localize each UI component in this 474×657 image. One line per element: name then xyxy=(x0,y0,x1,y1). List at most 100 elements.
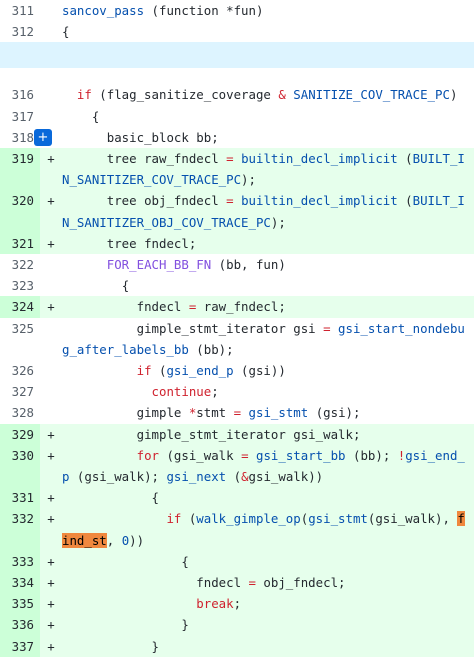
line-number: 312 xyxy=(11,24,34,40)
code-text: sancov_pass (function *fun) xyxy=(62,0,474,21)
code-text: if (walk_gimple_op(gsi_stmt(gsi_walk), f… xyxy=(62,508,474,550)
code-text: { xyxy=(62,551,474,572)
diff-line: 336+ } xyxy=(0,614,474,636)
diff-line: 337+ } xyxy=(0,635,474,657)
code-token xyxy=(62,596,196,611)
add-comment-icon[interactable]: + xyxy=(34,128,52,146)
marker-symbol: + xyxy=(47,596,55,612)
diff-marker xyxy=(40,84,62,105)
code-token xyxy=(234,193,241,208)
diff-marker xyxy=(40,360,62,381)
code-token: (bb); xyxy=(345,447,398,463)
code-token: FOR_EACH_BB_FN xyxy=(106,257,212,273)
code-token: (flag_sanitize_coverage xyxy=(91,87,279,103)
code-token: gsi_next xyxy=(166,469,227,485)
diff-marker: + xyxy=(40,614,62,635)
line-number: 325 xyxy=(11,320,34,336)
line-number: 331 xyxy=(0,487,40,509)
code-text: { xyxy=(62,487,474,508)
code-token: = xyxy=(226,193,234,209)
diff-marker xyxy=(40,402,62,423)
line-number: 337 xyxy=(0,635,40,657)
diff-marker: + xyxy=(40,593,62,614)
diff-line: 326 if (gsi_end_p (gsi)) xyxy=(0,360,474,381)
diff-marker: + xyxy=(40,190,62,232)
code-text: } xyxy=(62,614,474,635)
diff-line: 335+ break; xyxy=(0,593,474,615)
diff-marker: + xyxy=(40,487,62,508)
line-number: 327 xyxy=(11,384,34,400)
code-token: gimple_stmt_iterator gsi_walk; xyxy=(62,426,361,442)
code-token: BUILT_IN_SANITIZER_COV_TRACE_PC xyxy=(62,151,465,188)
code-token: & xyxy=(278,87,286,103)
code-token: ( xyxy=(397,193,413,209)
code-token xyxy=(331,321,338,336)
line-number xyxy=(0,68,40,84)
marker-symbol: + xyxy=(47,490,55,506)
code-text: for (gsi_walk = gsi_start_bb (bb); !gsi_… xyxy=(62,445,474,487)
code-token: ( xyxy=(300,511,309,527)
diff-marker: + xyxy=(40,551,62,572)
line-number: 334 xyxy=(0,572,40,594)
code-token: gsi_walk)) xyxy=(248,469,324,485)
code-token: fndecl xyxy=(62,575,249,591)
code-token: builtin_decl_implicit xyxy=(241,193,398,209)
code-token: ( xyxy=(151,363,167,379)
line-number: 332 xyxy=(0,508,40,551)
code-text: gimple_stmt_iterator gsi_walk; xyxy=(62,424,474,445)
code-token: = xyxy=(233,405,242,421)
marker-symbol: + xyxy=(47,575,55,591)
diff-marker: + xyxy=(40,424,62,445)
code-token: builtin_decl_implicit xyxy=(241,151,398,167)
diff-marker xyxy=(40,275,62,296)
code-text: tree raw_fndecl = builtin_decl_implicit … xyxy=(62,148,474,190)
diff-line: 317 { xyxy=(0,106,474,127)
code-token: (bb, fun) xyxy=(211,257,286,273)
code-text: { xyxy=(62,106,474,127)
code-text: fndecl = obj_fndecl; xyxy=(62,572,474,593)
code-token: gsi_stmt xyxy=(308,511,368,527)
diff-marker xyxy=(40,68,62,84)
diff-marker xyxy=(40,21,62,42)
line-number: 311 xyxy=(11,3,34,18)
marker-symbol: + xyxy=(47,553,55,569)
diff-line: 329+ gimple_stmt_iterator gsi_walk; xyxy=(0,423,474,445)
line-number: 330 xyxy=(0,444,40,488)
code-token: (bb); xyxy=(188,341,234,357)
code-token: fndecl xyxy=(62,299,189,315)
code-token xyxy=(62,384,152,399)
code-token: } xyxy=(62,638,159,654)
code-token: gsi_stmt xyxy=(248,405,309,421)
line-number: 322 xyxy=(11,257,34,273)
code-token xyxy=(62,511,166,526)
code-text: { xyxy=(62,275,474,296)
marker-symbol: + xyxy=(47,151,55,167)
diff-marker: + xyxy=(34,127,62,148)
code-token: if xyxy=(166,511,182,527)
marker-symbol: + xyxy=(47,511,55,527)
code-token: (gsi_walk), xyxy=(367,511,458,527)
diff-line: 333+ { xyxy=(0,550,474,573)
code-token: gimple_stmt_iterator gsi xyxy=(62,320,324,336)
diff-line: 334 + fndecl = obj_fndecl; xyxy=(0,572,474,594)
diff-line: 331 + { xyxy=(0,487,474,509)
diff-line: ​ xyxy=(0,68,474,84)
marker-symbol: + xyxy=(47,447,55,463)
code-token: ); xyxy=(241,172,256,188)
line-number: 319 xyxy=(0,148,40,191)
diff-marker: + xyxy=(40,296,62,317)
diff-marker: + xyxy=(40,445,62,487)
line-number: 318 xyxy=(11,129,34,145)
hunk-separator[interactable]: ​ xyxy=(0,42,474,69)
line-number: 326 xyxy=(11,363,34,379)
code-text: fndecl = raw_fndecl; xyxy=(62,296,474,317)
code-token: & xyxy=(241,469,249,485)
code-token: gsi_end_p xyxy=(62,447,465,485)
code-token: continue xyxy=(151,384,212,400)
code-token xyxy=(62,363,137,378)
code-token: = xyxy=(241,447,249,463)
diff-line: 318+ basic_block bb; xyxy=(0,127,474,148)
diff-line: 325 gimple_stmt_iterator gsi = gsi_start… xyxy=(0,318,474,360)
diff-marker xyxy=(40,318,62,360)
